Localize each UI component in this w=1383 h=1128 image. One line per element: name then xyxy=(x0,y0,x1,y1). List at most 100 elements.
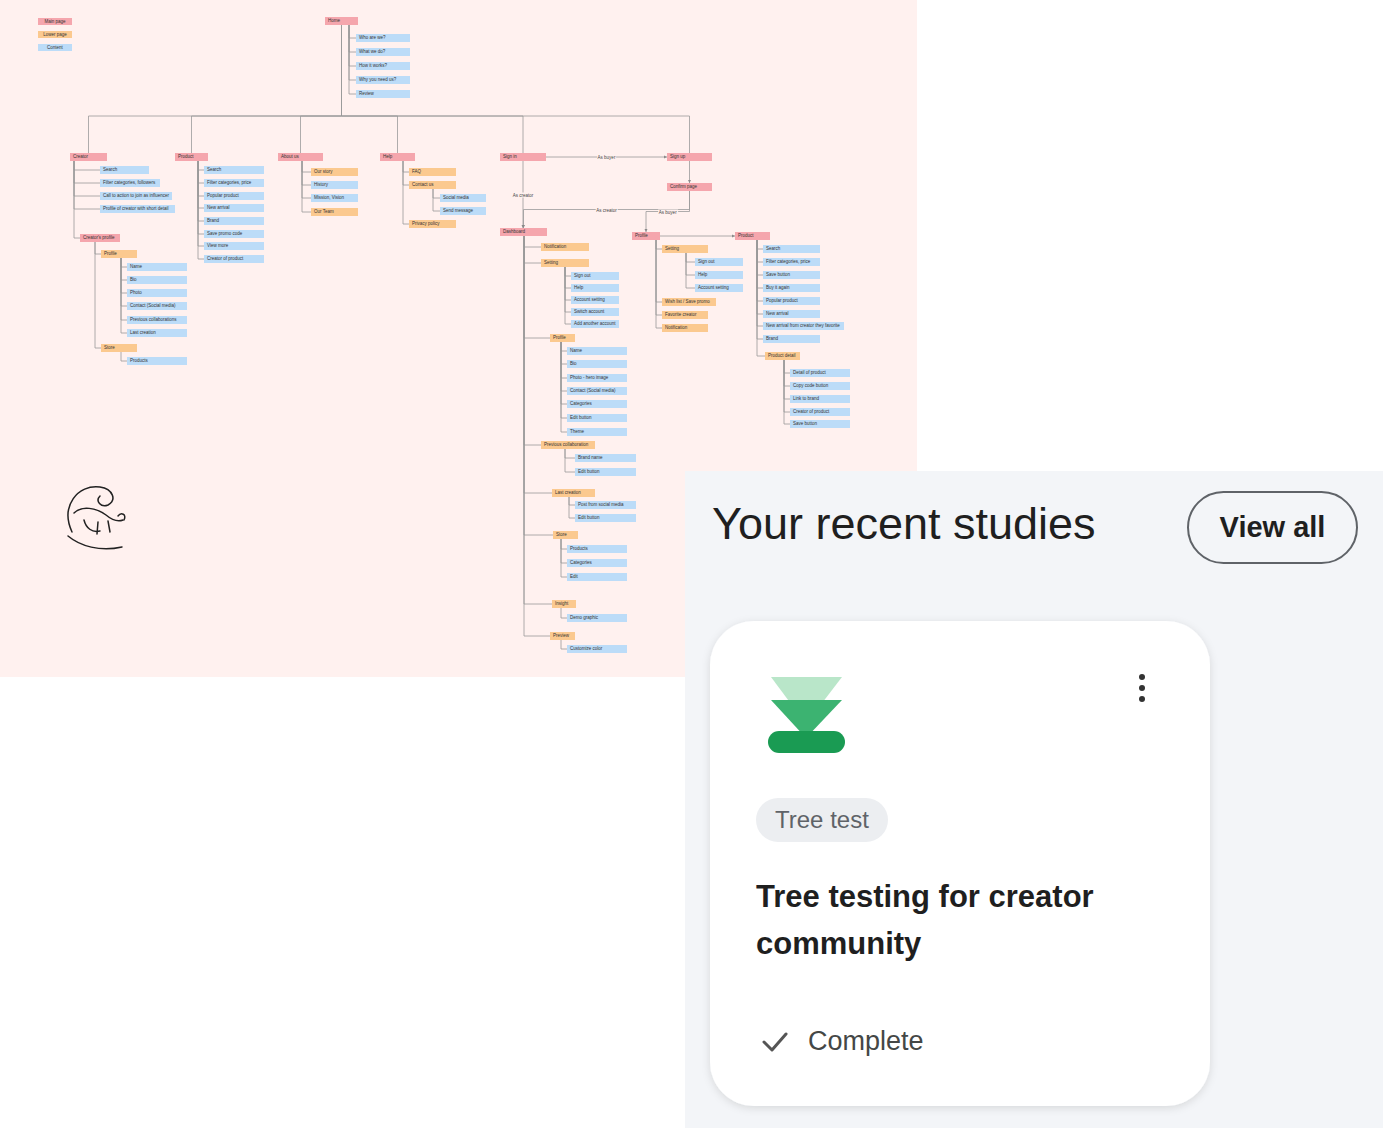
node-text: Tree test xyxy=(775,806,869,833)
content-box: Categories xyxy=(567,559,627,567)
content-box: Name xyxy=(567,347,627,355)
node-text: History xyxy=(314,182,328,187)
content-box: Edit xyxy=(567,573,627,581)
node-text: Popular product xyxy=(766,298,798,303)
content-box: Save button xyxy=(763,271,820,279)
content-box: Profile of creator with short detail xyxy=(100,205,175,213)
node-text: Creator's profile xyxy=(83,235,115,240)
content-box: Search xyxy=(100,166,149,174)
connector xyxy=(686,253,695,262)
lower-page-box: Profile xyxy=(101,250,137,258)
node-text: Setting xyxy=(665,246,679,251)
lower-page-box: Wish list / Save promo xyxy=(662,298,716,306)
connector xyxy=(689,161,690,183)
lower-page-box: Contact us xyxy=(409,181,456,189)
node-text: Customize color xyxy=(570,646,602,651)
main-page-box: Sign up xyxy=(667,153,712,161)
node-text: Demo graphic xyxy=(570,615,598,620)
node-text: Notification xyxy=(544,244,566,249)
node-text: Wish list / Save promo xyxy=(665,299,710,304)
content-box: Link to brand xyxy=(790,395,850,403)
node-text: Photo - hero image xyxy=(570,375,608,380)
node-text: New arrival xyxy=(766,311,789,316)
content-box: New arrival from creator they favorite xyxy=(763,322,844,330)
node-text: Brand name xyxy=(578,455,603,460)
connector xyxy=(342,25,690,153)
main-page-box: Confirm page xyxy=(667,183,712,191)
content-box: Edit button xyxy=(575,468,636,476)
node-text: Profile xyxy=(104,251,117,256)
main-page-box: Product xyxy=(175,153,208,161)
node-text: Setting xyxy=(544,260,558,265)
connector xyxy=(524,236,541,445)
content-box: Demo graphic xyxy=(567,614,627,622)
connector xyxy=(302,161,311,185)
node-text: Edit button xyxy=(570,415,592,420)
lower-page-box: Privacy policy xyxy=(409,220,456,228)
main-page-box: Home xyxy=(325,17,358,25)
content-box: Sign out xyxy=(571,272,619,280)
node-text: Profile xyxy=(553,335,566,340)
node-text: Add another account xyxy=(574,321,616,326)
connector xyxy=(646,191,690,232)
connector xyxy=(686,253,695,275)
content-box: New arrival xyxy=(204,204,264,212)
connector xyxy=(349,25,356,66)
node-text: View all xyxy=(1220,511,1326,543)
node-text: Last creation xyxy=(130,330,156,335)
content-box: Filter categories, price xyxy=(763,258,820,266)
connector xyxy=(349,25,356,94)
content-box: Photo - hero image xyxy=(567,374,627,382)
node-text: Categories xyxy=(570,401,592,406)
lower-page-box: Our story xyxy=(311,168,358,176)
content-box: Save button xyxy=(790,420,850,428)
node-text: Detail of product xyxy=(793,370,826,375)
node-text: Account setting xyxy=(698,285,729,290)
content-box: Popular product xyxy=(204,192,264,200)
node-text: Social media xyxy=(443,195,469,200)
study-card: Tree testing for creator communityComple… xyxy=(710,621,1210,1106)
node-text: Product detail xyxy=(768,353,796,358)
content-box: Account setting xyxy=(695,284,743,292)
node-text: Store xyxy=(104,345,115,350)
main-page-box: Help xyxy=(380,153,415,161)
main-page-box: Product xyxy=(735,232,770,240)
connector xyxy=(74,161,100,209)
content-box: Filter categories, price xyxy=(204,179,264,187)
node-text: Edit button xyxy=(578,515,600,520)
node-text: Buy it again xyxy=(766,285,790,290)
node-text: Popular product xyxy=(207,193,239,198)
connector xyxy=(342,25,524,153)
connector xyxy=(660,236,735,237)
node-text: Name xyxy=(570,348,582,353)
content-box: Products xyxy=(127,357,187,365)
connector xyxy=(524,236,541,247)
main-page-box: Profile xyxy=(632,232,660,240)
legend-text: Content xyxy=(47,45,63,50)
connector xyxy=(524,236,552,604)
node-text: Account setting xyxy=(574,297,605,302)
lower-page-box: Setting xyxy=(662,245,708,253)
node-text: Help xyxy=(698,272,707,277)
node-text: Edit button xyxy=(578,469,600,474)
otter-logo xyxy=(68,487,125,549)
content-box: Last creation xyxy=(127,329,187,337)
node-text: Search xyxy=(103,167,117,172)
legend-swatch: Content xyxy=(38,44,72,51)
lower-page-box: Store xyxy=(553,531,578,539)
content-box: Review xyxy=(356,90,410,98)
connector-label: As creator xyxy=(512,192,535,197)
connector xyxy=(74,161,80,238)
connector xyxy=(433,189,440,211)
node-text: Contact us xyxy=(412,182,434,187)
node-text: Previous collaboration xyxy=(544,442,588,447)
node-text: Save button xyxy=(766,272,790,277)
node-text: Our story xyxy=(314,169,333,174)
content-box: Buy it again xyxy=(763,284,820,292)
legend-swatch: Lower page xyxy=(38,31,72,38)
node-text: Review xyxy=(359,91,374,96)
connector xyxy=(524,236,550,636)
connector-label: As creator xyxy=(595,207,618,212)
node-text: Help xyxy=(574,285,583,290)
